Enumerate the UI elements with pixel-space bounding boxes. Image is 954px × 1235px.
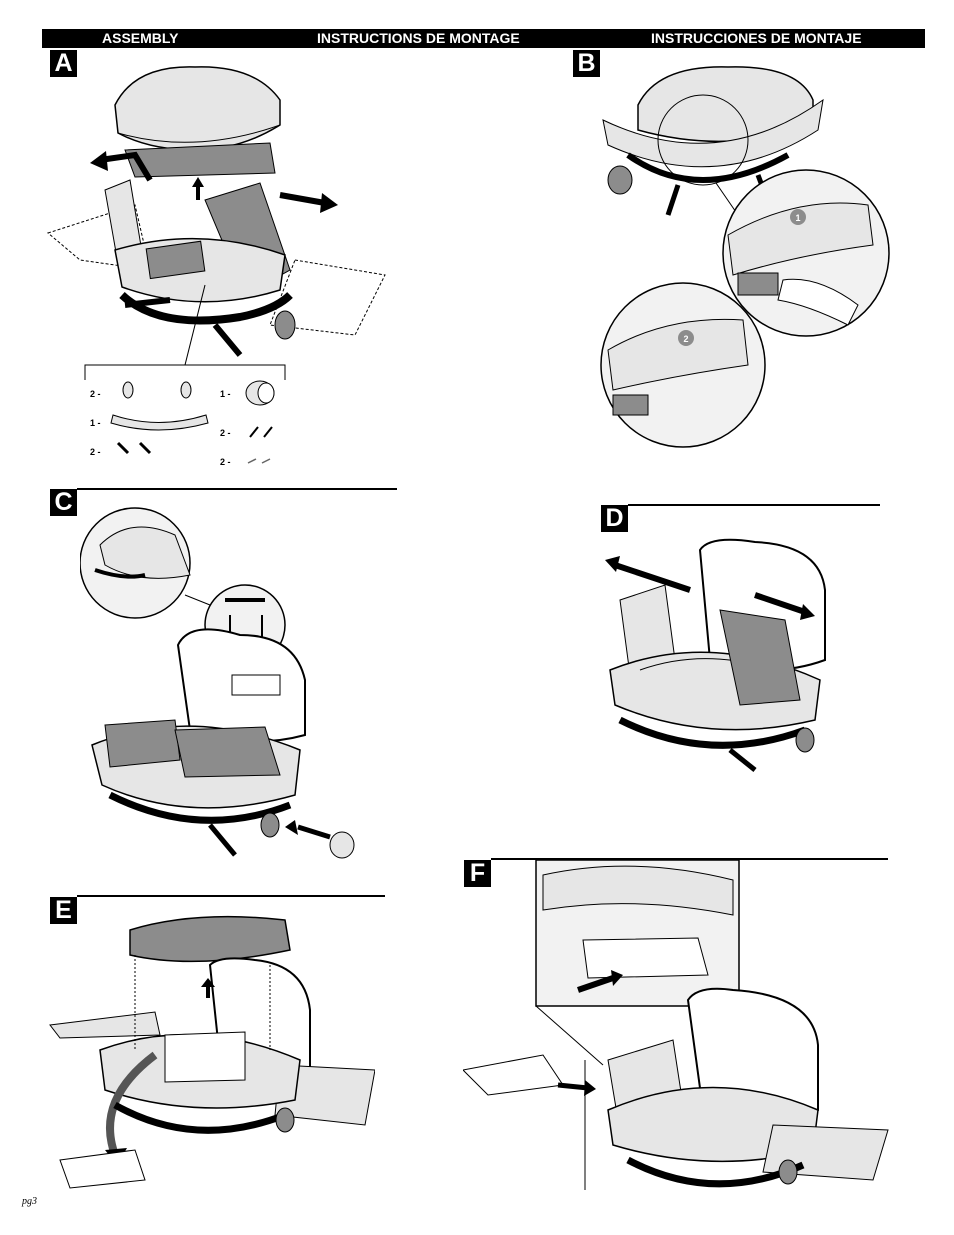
part-qty-cotter-pin: 2 - [220, 457, 231, 467]
callout-1: 1 [795, 213, 800, 223]
callout-2: 2 [683, 334, 688, 344]
part-qty-handle-screw: 2 - [90, 447, 101, 457]
header-spanish: INSTRUCCIONES DE MONTAJE [651, 30, 862, 46]
figure-a-exploded-grill [40, 55, 400, 485]
figure-d-remove-packaging [600, 530, 830, 775]
part-qty-lid-handle: 1 - [90, 418, 101, 428]
step-c-rule [77, 488, 397, 490]
step-e-rule [77, 895, 385, 897]
part-qty-foot-cap: 2 - [90, 389, 101, 399]
part-qty-battery: 1 - [220, 389, 231, 399]
step-c-badge: C [50, 489, 77, 516]
step-d-rule [628, 504, 880, 506]
step-b-badge: B [573, 50, 600, 77]
foot-cap-icon [122, 381, 192, 399]
pin-icon [249, 426, 273, 438]
step-a-badge: A [50, 50, 77, 77]
parts-list: 2 - 1 - 2 - 1 - 2 - 2 - [88, 375, 288, 475]
step-d-badge: D [601, 505, 628, 532]
lid-handle-icon [110, 414, 209, 431]
figure-b-lid-pins: 1 2 [598, 65, 893, 465]
figure-c-handle-battery [80, 505, 370, 860]
cotter-pin-icon [247, 458, 271, 464]
part-qty-pin: 2 - [220, 428, 231, 438]
figure-e-drip-pan [45, 910, 375, 1195]
page-number: pg3 [22, 1196, 37, 1207]
header-french: INSTRUCTIONS DE MONTAGE [317, 30, 520, 46]
step-f-badge: F [464, 860, 491, 887]
figure-f-slide-tray [463, 860, 893, 1210]
battery-icon [245, 380, 275, 406]
step-e-badge: E [50, 897, 77, 924]
step-f-rule [491, 858, 888, 860]
handle-screw-icon [116, 441, 152, 455]
header-assembly: ASSEMBLY [102, 30, 179, 46]
header-bar: ASSEMBLY INSTRUCTIONS DE MONTAGE INSTRUC… [42, 29, 925, 48]
